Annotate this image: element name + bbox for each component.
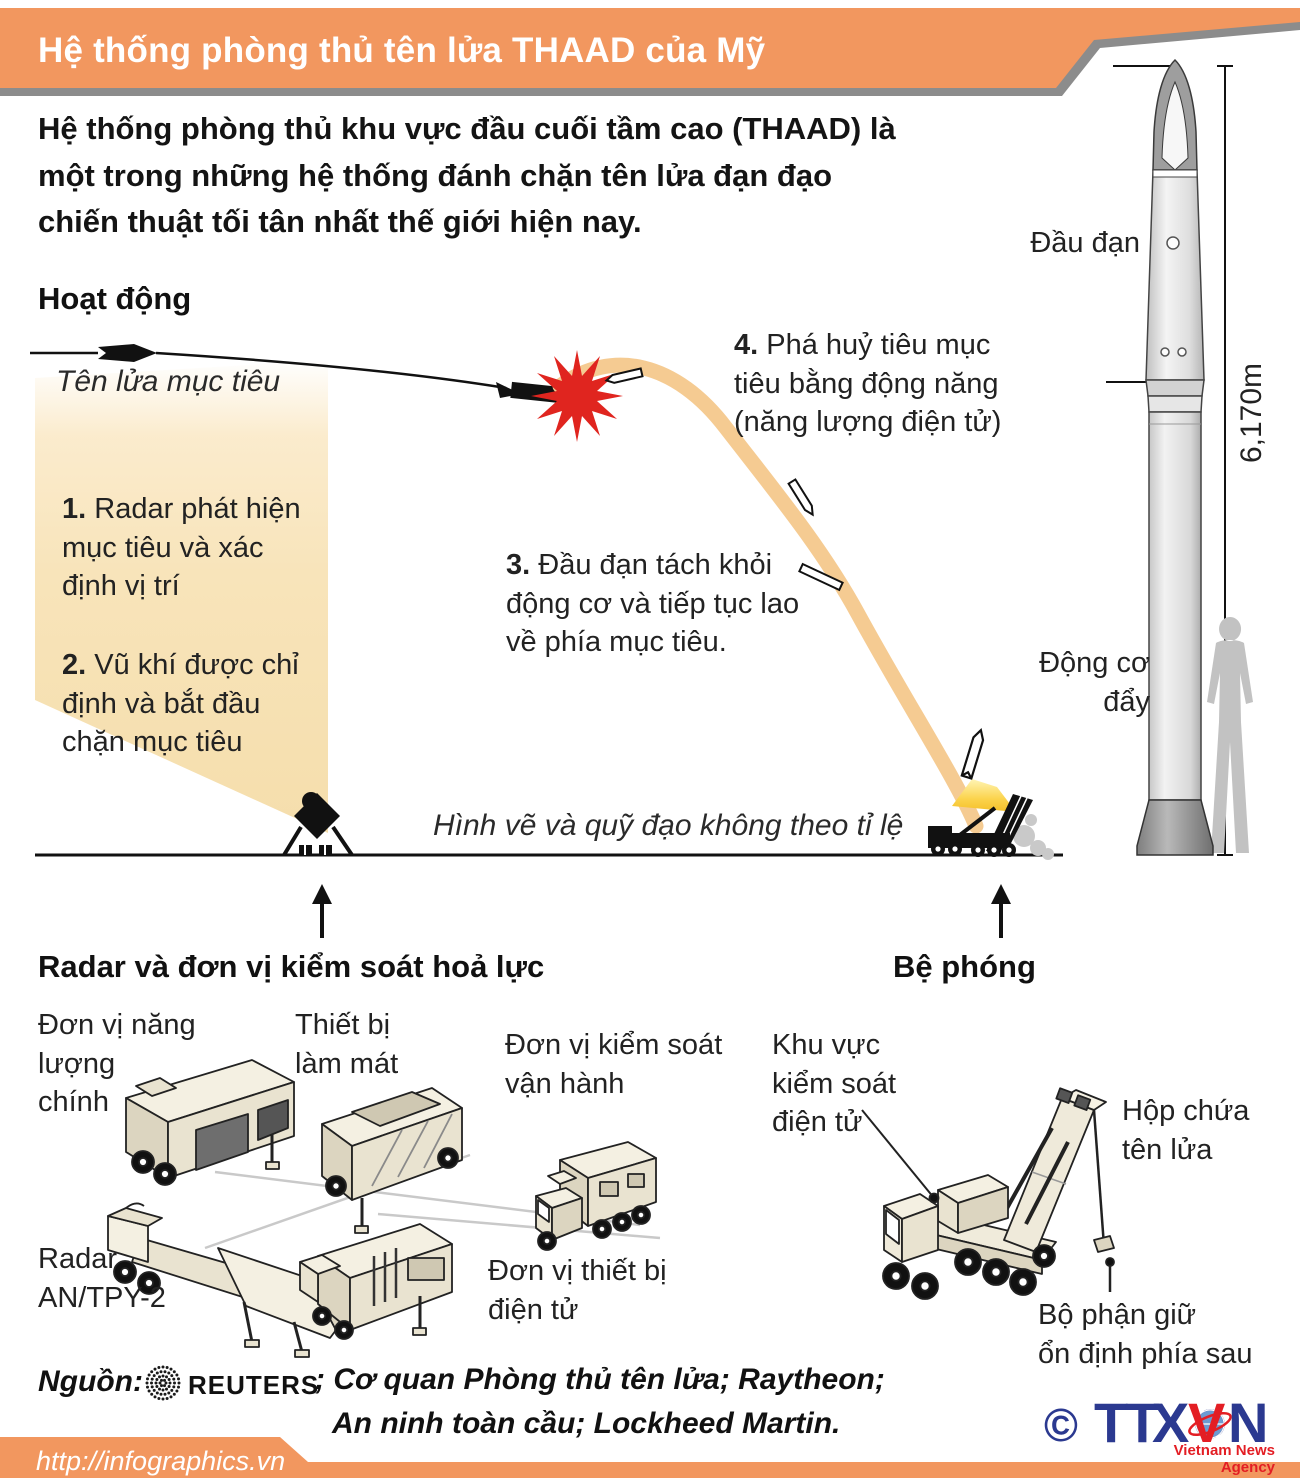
- warhead-label: Đầu đạn: [1030, 227, 1140, 259]
- reuters-wordmark: REUTERS: [188, 1370, 320, 1400]
- step-2-number: 2.: [62, 649, 87, 681]
- radar-section-arrow: [312, 884, 332, 938]
- intro-text: Hệ thống phòng thủ khu vực đầu cuối tầm …: [38, 111, 896, 239]
- step-3-number: 3.: [506, 549, 531, 581]
- ops-unit-label: Đơn vị kiểm soát vận hành: [505, 1029, 723, 1100]
- power-unit-truck: [125, 1059, 295, 1186]
- page-title: Hệ thống phòng thủ tên lửa THAAD của Mỹ: [38, 31, 766, 70]
- launcher-section-heading: Bệ phóng: [893, 949, 1036, 984]
- ttxvn-letter-v: V: [1188, 1391, 1225, 1454]
- target-trajectory: [30, 351, 507, 390]
- electronics-unit-truck: [299, 1223, 453, 1340]
- launcher-truck: [861, 1087, 1115, 1300]
- footer-url[interactable]: http://infographics.vn: [36, 1446, 286, 1476]
- target-missile-label: Tên lửa mục tiêu: [56, 365, 281, 398]
- operation-heading: Hoạt động: [38, 281, 192, 316]
- missile-height-label: 6,170m: [1235, 362, 1268, 464]
- step-2: 2. Vũ khí được chỉ định và bắt đầu chặn …: [62, 646, 312, 762]
- booster-label: Động cơ đẩy: [1039, 647, 1150, 718]
- launch-flame-icon: [952, 779, 1016, 812]
- step-2-text: Vũ khí được chỉ định và bắt đầu chặn mục…: [62, 649, 299, 759]
- step-4-text: Phá huỷ tiêu mục tiêu bằng động năng (nă…: [734, 329, 1002, 439]
- launching-interceptor-icon: [960, 728, 985, 780]
- ttxvn-letter-x: X: [1152, 1391, 1189, 1454]
- step-1: 1. Radar phát hiện mục tiêu và xác định …: [62, 490, 312, 606]
- power-unit-label: Đơn vị năng lượng chính: [38, 1009, 196, 1119]
- launch-site-icon: [928, 728, 1054, 860]
- electronics-unit-label: Đơn vị thiết bị điện tử: [488, 1255, 667, 1326]
- source-line1: ; Cơ quan Phòng thủ tên lửa; Raytheon;: [315, 1363, 885, 1396]
- canister-label: Hộp chứa tên lửa: [1122, 1095, 1250, 1166]
- launcher-section-arrow: [991, 884, 1011, 938]
- explosion-icon: [531, 350, 623, 442]
- step-4-number: 4.: [734, 329, 759, 361]
- booster-debris-icon: [798, 562, 844, 592]
- step-3: 3. Đầu đạn tách khỏi động cơ và tiếp tục…: [506, 546, 826, 662]
- cooling-unit-label: Thiết bị làm mát: [295, 1009, 399, 1080]
- interceptor-icon-2: [787, 478, 814, 517]
- radar-section-heading: Radar và đơn vị kiểm soát hoả lực: [38, 949, 545, 984]
- radar-site-icon: [282, 792, 354, 857]
- ttxvn-tagline: Vietnam News Agency: [1173, 1442, 1275, 1476]
- ttxvn-letters-tt: TT: [1094, 1391, 1159, 1454]
- ttxvn-copyright: ©: [1044, 1399, 1078, 1451]
- source-prefix: Nguồn:: [38, 1365, 143, 1398]
- thaad-missile-diagram: [1106, 58, 1253, 856]
- scale-note: Hình vẽ và quỹ đạo không theo tỉ lệ: [433, 809, 904, 842]
- ttxvn-letter-n: N: [1228, 1391, 1268, 1454]
- radar-beam-cone: [35, 360, 328, 833]
- target-missile-icon: [98, 344, 157, 362]
- ops-control-truck: [535, 1141, 657, 1251]
- control-area-label: Khu vực kiểm soát điện tử: [772, 1029, 897, 1139]
- step-1-number: 1.: [62, 493, 87, 525]
- human-silhouette: [1207, 617, 1253, 853]
- source-line2: An ninh toàn cầu; Lockheed Martin.: [332, 1407, 841, 1440]
- step-3-text: Đầu đạn tách khỏi động cơ và tiếp tục la…: [506, 549, 800, 659]
- interceptor-trajectory: [552, 357, 984, 834]
- header-banner: [0, 8, 1300, 96]
- cooling-unit-truck: [321, 1087, 463, 1234]
- radar-unit-label: Radar AN/TPY-2: [38, 1243, 166, 1314]
- footer-ribbon: [0, 1437, 1300, 1478]
- step-1-text: Radar phát hiện mục tiêu và xác định vị …: [62, 493, 301, 603]
- stabilizer-label: Bộ phận giữ ổn định phía sau: [1038, 1299, 1253, 1370]
- ttxvn-globe-icon: [1188, 1409, 1232, 1439]
- reuters-logo-icon: [145, 1365, 181, 1401]
- interceptor-icon-1: [604, 367, 644, 384]
- step-4: 4. Phá huỷ tiêu mục tiêu bằng động năng …: [734, 326, 1044, 442]
